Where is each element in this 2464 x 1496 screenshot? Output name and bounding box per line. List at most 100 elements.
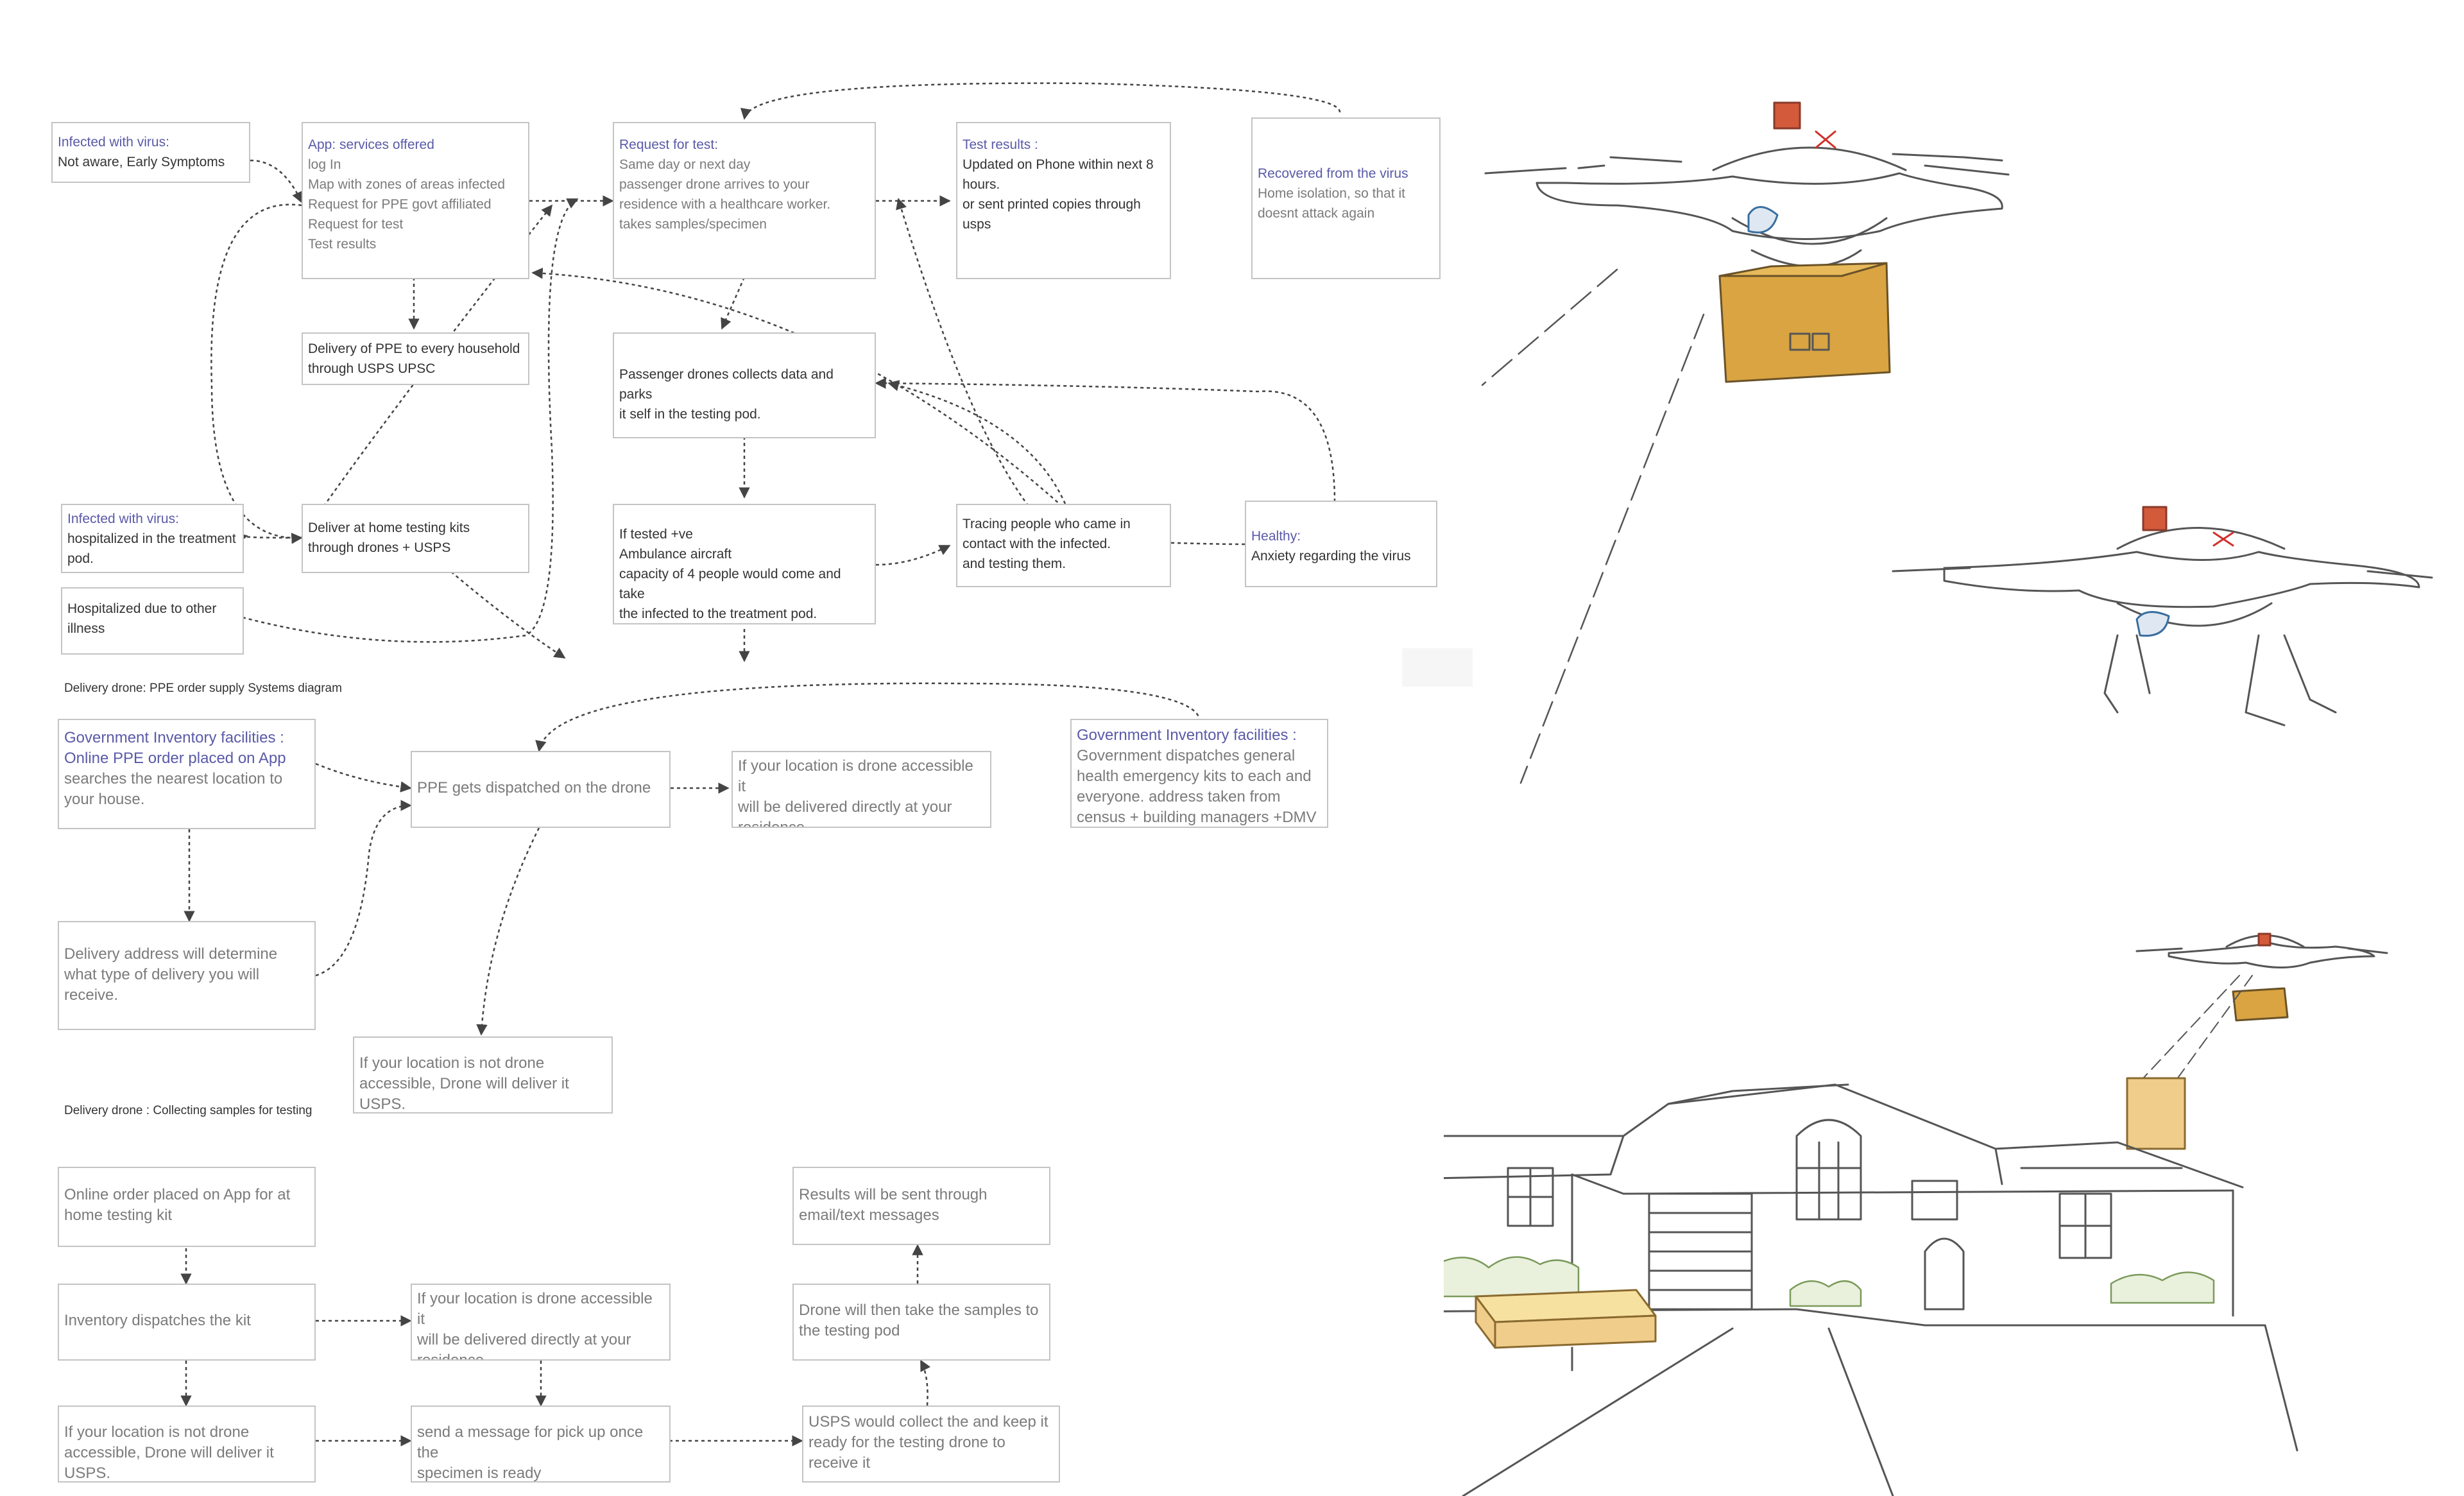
box-title: Request for test: <box>619 137 719 152</box>
results-email-box: Results will be sent through email/text … <box>792 1167 1050 1245</box>
ppe-dispatched-box: PPE gets dispatched on the drone <box>411 751 671 828</box>
landed-drone-drawing <box>1892 506 2433 727</box>
connector <box>315 762 412 793</box>
app-services-box: App: services offered log In Map with zo… <box>302 122 529 279</box>
test-results-box: Test results : Updated on Phone within n… <box>956 122 1171 279</box>
box-text: Online order placed on App for at <box>64 1186 291 1203</box>
drone-accessible-box: If your location is drone accessible it … <box>732 751 991 828</box>
box-text: Request for test <box>308 217 404 232</box>
box-title: Government Inventory facilities : <box>64 729 284 746</box>
sketch-illustration <box>1444 101 2433 1496</box>
inventory-dispatch-box: Inventory dispatches the kit <box>58 1284 316 1361</box>
box-text: Tracing people who came in <box>963 517 1131 531</box>
box-text: If your location is drone accessible it <box>417 1290 653 1328</box>
connector <box>535 682 1201 752</box>
connector <box>875 544 951 566</box>
box-text: residence <box>738 819 805 828</box>
connector <box>250 159 303 203</box>
box-text: log In <box>308 157 341 172</box>
samples-diagram-title: Delivery drone : Collecting samples for … <box>64 1104 312 1117</box>
drone-with-package-drawing <box>1484 101 2010 383</box>
box-text: through drones + USPS <box>308 540 451 555</box>
box-text: send a message for pick up once the <box>417 1423 644 1461</box>
infected-early-box: Infected with virus: Not aware, Early Sy… <box>51 122 250 183</box>
box-text: everyone. address taken from <box>1077 788 1281 805</box>
box-text: hospitalized in the treatment <box>67 531 236 546</box>
box-text: Same day or next day <box>619 157 751 172</box>
box-title: App: services offered <box>308 137 434 152</box>
box-subtitle: Online PPE order placed on App <box>64 750 286 767</box>
box-text: illness <box>67 621 105 636</box>
box-text: what type of delivery you will <box>64 966 260 983</box>
connector <box>721 277 746 330</box>
box-text: passenger drone arrives to your <box>619 177 810 192</box>
box-text: hours. <box>963 177 1000 192</box>
box-text: If tested +ve <box>619 527 693 542</box>
box-text: receive. <box>64 986 119 1004</box>
connector <box>235 532 302 544</box>
box-text: and testing them. <box>963 556 1066 571</box>
box-text: Hospitalized due to other <box>67 601 217 616</box>
gov-inventory-online-box: Government Inventory facilities : Online… <box>58 719 316 829</box>
passenger-drone-box: Passenger drones collects data and parks… <box>613 332 876 438</box>
box-text: your house. <box>64 791 145 808</box>
box-text: takes samples/specimen <box>619 217 767 232</box>
box-text: usps <box>963 217 991 232</box>
box-title: Infected with virus: <box>58 135 169 150</box>
infected-hospitalized-box: Infected with virus: hospitalized in the… <box>61 504 244 573</box>
box-title: Test results : <box>963 137 1038 152</box>
box-text: If your location is not drone <box>64 1423 250 1441</box>
box-text: home testing kit <box>64 1207 173 1224</box>
box-text: Deliver at home testing kits <box>308 520 470 535</box>
box-text: ready for the testing drone to <box>809 1434 1005 1451</box>
box-text: Inventory dispatches the kit <box>64 1312 251 1329</box>
box-text: USPS would collect the and keep it <box>809 1413 1048 1431</box>
tested-positive-box: If tested +ve Ambulance aircraft capacit… <box>613 504 876 624</box>
box-text: PPE gets dispatched on the drone <box>417 779 651 796</box>
box-text: Passenger drones collects data and parks <box>619 367 834 402</box>
not-drone-accessible-box: If your location is not drone accessible… <box>353 1036 613 1113</box>
box-text: the infected to the treatment pod. <box>619 606 817 621</box>
box-text: residence <box>417 1352 484 1361</box>
box-text: Drone will then take the samples to <box>799 1302 1039 1319</box>
box-text: residence with a healthcare worker. <box>619 197 831 212</box>
box-text: accessible, Drone will deliver it USPS. <box>359 1075 569 1113</box>
box-text: or sent printed copies through <box>963 197 1141 212</box>
box-text: through USPS UPSC <box>308 361 436 376</box>
house-drawing <box>1444 1083 2244 1330</box>
box-text: If your location is drone accessible it <box>738 757 973 795</box>
box-text: Anxiety regarding the virus <box>1251 549 1411 563</box>
delivery-box-drawing <box>1475 1289 1657 1371</box>
online-order-kit-box: Online order placed on App for at home t… <box>58 1167 316 1247</box>
home-testing-kits-box: Deliver at home testing kits through dro… <box>302 504 529 573</box>
box-text: contact with the infected. <box>963 537 1111 551</box>
box-text: Request for PPE govt affiliated <box>308 197 492 212</box>
box-text: the testing pod <box>799 1322 900 1339</box>
box-text: Government dispatches general <box>1077 747 1296 764</box>
request-test-box: Request for test: Same day or next day p… <box>613 122 876 279</box>
shrubs-drawing <box>1444 1256 2215 1307</box>
box-text: specimen is ready <box>417 1465 542 1482</box>
box-text: Results will be sent through <box>799 1186 988 1203</box>
box-text: Delivery address will determine <box>64 945 278 963</box>
blank-placeholder <box>1402 648 1473 687</box>
box-text: will be delivered directly at your <box>417 1331 631 1348</box>
box-text: Updated on Phone within next 8 <box>963 157 1154 172</box>
box-text: capacity of 4 people would come and take <box>619 567 841 601</box>
connector <box>740 82 1341 120</box>
connector <box>210 203 303 544</box>
kit-not-accessible-box: If your location is not drone accessible… <box>58 1406 316 1483</box>
box-text: searches the nearest location to <box>64 770 283 787</box>
box-text: Delivery of PPE to every household <box>308 341 520 356</box>
box-text: it self in the testing pod. <box>619 407 761 422</box>
box-text: email/text messages <box>799 1207 939 1224</box>
ppe-diagram-title: Delivery drone: PPE order supply Systems… <box>64 682 342 695</box>
box-text: pod. <box>67 551 94 566</box>
box-title: Government Inventory facilities : <box>1077 727 1297 744</box>
contact-tracing-box: Tracing people who came in contact with … <box>956 504 1171 587</box>
box-text: Map with zones of areas infected <box>308 177 506 192</box>
box-text: will be delivered directly at your <box>738 798 952 816</box>
recovered-box: Recovered from the virus Home isolation,… <box>1251 117 1441 279</box>
hospitalized-other-box: Hospitalized due to other illness <box>61 587 244 655</box>
connector <box>875 377 1336 503</box>
